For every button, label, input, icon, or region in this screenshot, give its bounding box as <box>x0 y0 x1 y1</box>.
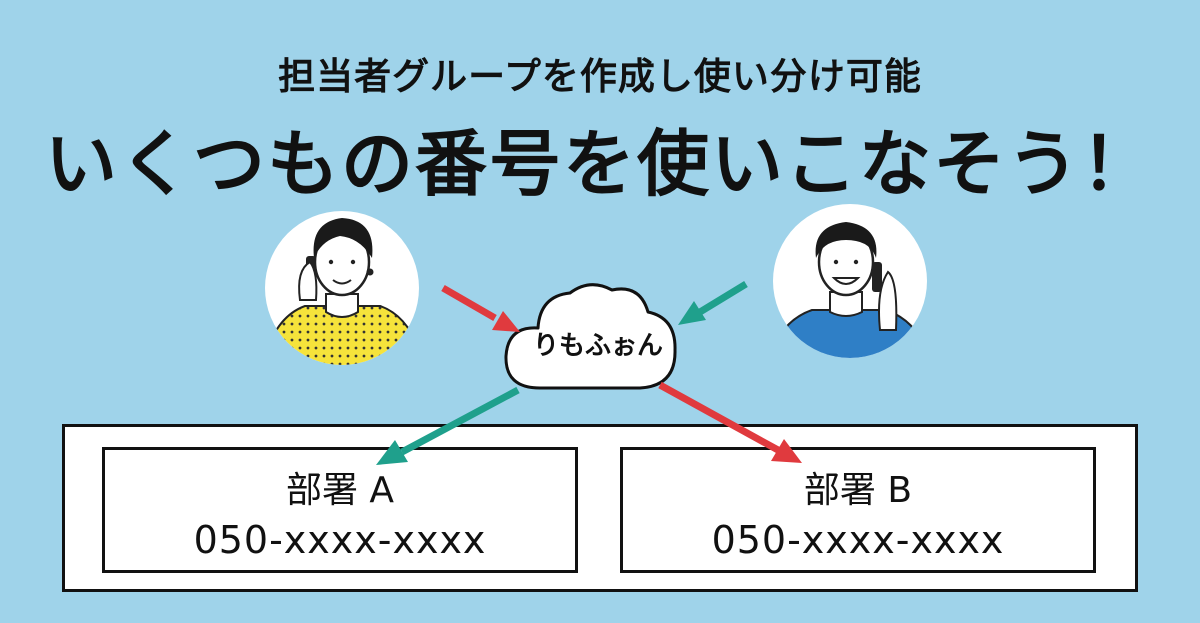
arrow-cloud-to-department-b <box>658 381 802 463</box>
arrow-man-to-cloud <box>678 281 748 325</box>
arrow-cloud-to-department-a <box>376 386 520 465</box>
page-title: いくつもの番号を使いこなそう！ <box>44 122 1155 206</box>
subtitle: 担当者グループを作成し使い分け可能 <box>278 55 922 98</box>
cloud-label: りもふぉん <box>532 331 663 361</box>
woman-caller-avatar <box>265 211 419 365</box>
man-caller-avatar <box>773 204 927 358</box>
department-a-box: 部署 A 050-xxxx-xxxx <box>102 447 578 573</box>
cloud-service <box>504 283 677 390</box>
department-b-box: 部署 B 050-xxxx-xxxx <box>620 447 1096 573</box>
department-a-name: 部署 A <box>285 470 395 511</box>
arrow-woman-to-cloud <box>441 284 520 332</box>
department-b-number: 050-xxxx-xxxx <box>711 518 1005 562</box>
department-b-name: 部署 B <box>803 470 913 511</box>
department-a-number: 050-xxxx-xxxx <box>193 518 487 562</box>
